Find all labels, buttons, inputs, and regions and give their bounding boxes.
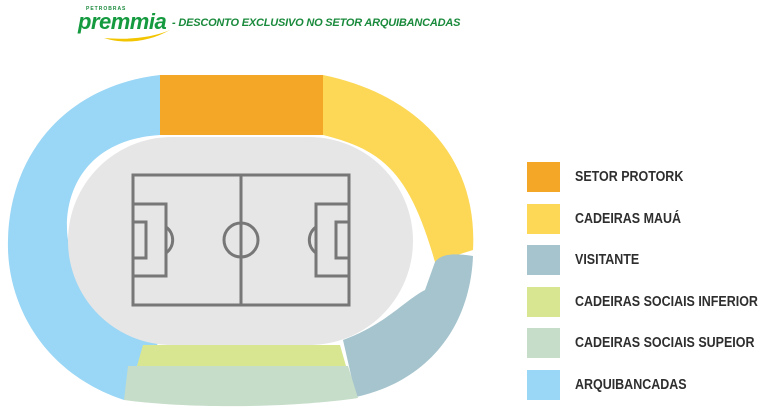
legend-label: SETOR PROTORK: [575, 169, 684, 185]
page-header: PETROBRAS premmia - DESCONTO EXCLUSIVO N…: [78, 6, 638, 46]
legend-label: ARQUIBANCADAS: [575, 376, 687, 393]
legend-item-cadeiras-maua: CADEIRAS MAUÁ: [527, 203, 767, 246]
sector-cadeiras-maua[interactable]: [323, 75, 474, 262]
pitch-lines: [131, 173, 351, 307]
sector-setor-protork[interactable]: [160, 75, 323, 135]
sector-visitante[interactable]: [343, 254, 473, 397]
sector-cadeiras-sociais-inferior[interactable]: [137, 345, 346, 366]
legend-swatch: [527, 286, 560, 317]
stadium-map: [7, 75, 474, 407]
legend-label: VISITANTE: [575, 252, 640, 268]
legend-label: CADEIRAS SOCIAIS INFERIOR: [575, 293, 758, 310]
legend-label: CADEIRAS MAUÁ: [575, 210, 681, 227]
legend-swatch: [527, 328, 560, 358]
legend-swatch: [527, 203, 560, 234]
brand-swoosh-icon: [104, 30, 170, 42]
legend-item-visitante: VISITANTE: [527, 245, 767, 287]
legend-item-cadeiras-sociais-inferior: CADEIRAS SOCIAIS INFERIOR: [527, 286, 767, 329]
legend: SETOR PROTORK CADEIRAS MAUÁ VISITANTE CA…: [527, 162, 767, 411]
legend-swatch: [527, 369, 560, 400]
legend-item-setor-protork: SETOR PROTORK: [527, 162, 767, 204]
legend-item-arquibancadas: ARQUIBANCADAS: [527, 369, 767, 412]
sector-cadeiras-sociais-superior[interactable]: [124, 366, 358, 407]
sector-arquibancadas[interactable]: [7, 75, 160, 400]
brand-petrobras-text: PETROBRAS: [86, 6, 127, 12]
legend-swatch: [527, 245, 560, 275]
legend-swatch: [527, 162, 560, 192]
brand-premmia-logo: premmia: [78, 9, 167, 34]
legend-label: CADEIRAS SOCIAIS SUPEIOR: [575, 335, 755, 351]
header-tagline: - DESCONTO EXCLUSIVO NO SETOR ARQUIBANCA…: [172, 17, 461, 29]
legend-item-cadeiras-sociais-superior: CADEIRAS SOCIAIS SUPEIOR: [527, 328, 767, 370]
